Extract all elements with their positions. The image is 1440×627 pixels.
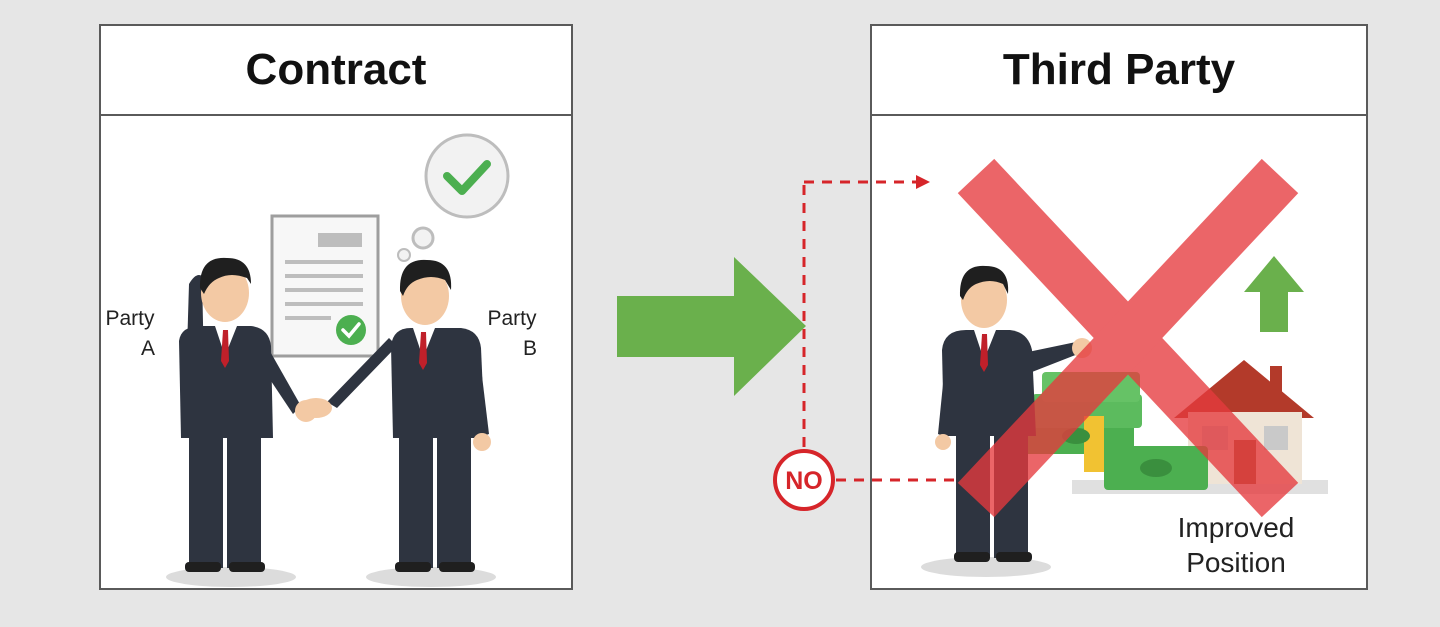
contract-panel: Contract: [99, 24, 573, 590]
contract-title: Contract: [101, 26, 571, 116]
party-b-label-line1: Party: [487, 307, 537, 330]
document-icon: [270, 214, 380, 358]
third-party-illustration: [872, 116, 1366, 588]
improved-position-label: Improved Position: [1150, 510, 1322, 580]
red-x-icon: [957, 158, 1299, 518]
party-a-label: Party A: [105, 304, 156, 364]
party-a-figure: [179, 257, 317, 572]
party-b-label: Party B: [487, 304, 538, 364]
party-a-label-line2: A: [141, 337, 156, 360]
improved-position-line1: Improved: [1177, 512, 1295, 543]
third-party-title: Third Party: [872, 26, 1366, 116]
third-party-panel: Third Party: [870, 24, 1368, 590]
contract-illustration: [101, 116, 571, 588]
party-a-label-line1: Party: [105, 307, 155, 330]
improved-position-line2: Position: [1186, 547, 1286, 578]
handshake: [300, 398, 332, 418]
party-b-figure: [327, 259, 491, 572]
party-b-label-line2: B: [523, 337, 538, 360]
no-label: NO: [785, 466, 823, 495]
green-arrow-icon: [617, 257, 806, 396]
checkmark-bubble-icon: [397, 133, 510, 262]
up-arrow-icon: [1244, 256, 1304, 332]
